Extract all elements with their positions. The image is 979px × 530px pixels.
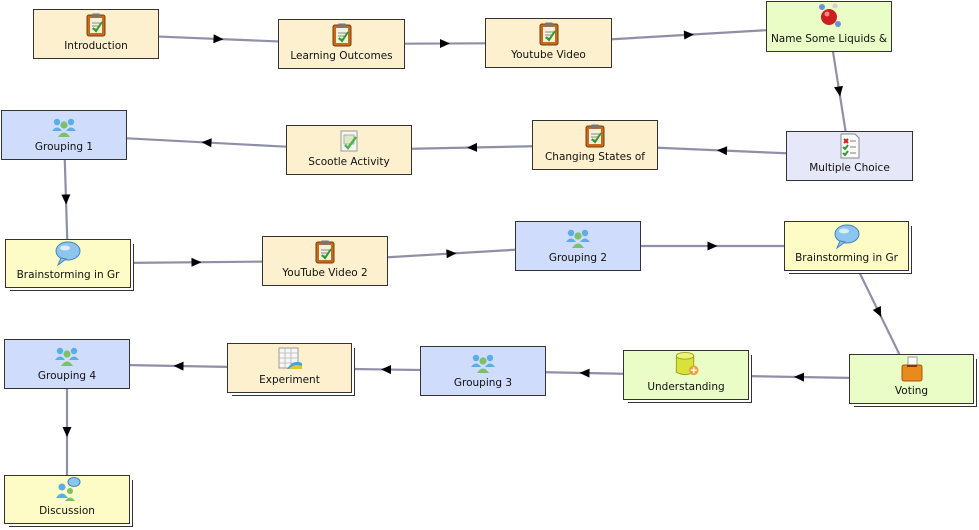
speech-bubble-icon bbox=[834, 224, 859, 249]
molecule-icon bbox=[819, 3, 841, 27]
database-icon bbox=[675, 351, 699, 376]
arrowhead-scootle-activity-to-grouping-1 bbox=[201, 138, 212, 148]
speech-bubble-icon bbox=[55, 241, 81, 266]
node-label: Grouping 3 bbox=[453, 377, 513, 389]
ballot-box-icon bbox=[901, 356, 922, 382]
notebook-icon bbox=[315, 240, 335, 264]
arrowhead-changing-states-to-scootle-activity bbox=[467, 142, 478, 152]
node-label: Scootle Activity bbox=[308, 156, 390, 168]
arrowhead-brainstorming-1-to-youtube-video-2 bbox=[191, 257, 202, 267]
node-grouping-1[interactable]: Grouping 1 bbox=[1, 110, 127, 160]
node-introduction[interactable]: Introduction bbox=[33, 9, 159, 59]
node-label: Discussion bbox=[39, 505, 95, 517]
node-label: Grouping 4 bbox=[37, 370, 97, 382]
notebook-icon bbox=[332, 23, 351, 47]
node-label: Name Some Liquids & bbox=[770, 33, 888, 45]
node-scootle-activity[interactable]: Scootle Activity bbox=[286, 125, 412, 175]
node-grouping-4[interactable]: Grouping 4 bbox=[4, 339, 130, 389]
arrowhead-grouping-1-to-brainstorming-1 bbox=[61, 194, 71, 205]
node-multiple-choice[interactable]: Multiple Choice bbox=[786, 131, 913, 181]
node-grouping-2[interactable]: Grouping 2 bbox=[515, 221, 641, 271]
group-people-icon bbox=[52, 118, 76, 137]
node-understanding[interactable]: Understanding bbox=[623, 350, 749, 400]
arrowhead-voting-to-understanding bbox=[794, 372, 805, 382]
node-label: Voting bbox=[894, 385, 929, 397]
node-brainstorming-2[interactable]: Brainstorming in Gr bbox=[784, 221, 909, 271]
node-label: Brainstorming in Gr bbox=[795, 252, 898, 264]
node-learning-outcomes[interactable]: Learning Outcomes bbox=[278, 19, 405, 69]
group-people-icon bbox=[566, 229, 590, 248]
arrowhead-learning-outcomes-to-youtube-video bbox=[439, 39, 450, 49]
notebook-icon bbox=[86, 13, 106, 37]
arrowhead-introduction-to-learning-outcomes bbox=[213, 34, 224, 44]
checklist-icon bbox=[840, 133, 859, 159]
node-label: Grouping 1 bbox=[34, 141, 94, 153]
node-name-some-liquids[interactable]: Name Some Liquids & bbox=[766, 1, 892, 52]
node-label: Multiple Choice bbox=[809, 162, 890, 174]
arrowhead-grouping-4-to-discussion bbox=[62, 427, 72, 437]
node-changing-states[interactable]: Changing States of bbox=[532, 120, 658, 170]
node-label: Youtube Video bbox=[511, 49, 586, 61]
node-label: Brainstorming in Gr bbox=[16, 269, 120, 281]
node-youtube-video-2[interactable]: YouTube Video 2 bbox=[262, 236, 388, 286]
notebook-icon bbox=[585, 124, 605, 148]
arrowhead-grouping-3-to-experiment bbox=[381, 365, 392, 375]
node-youtube-video[interactable]: Youtube Video bbox=[485, 18, 612, 68]
arrowhead-youtube-video-2-to-grouping-2 bbox=[446, 249, 457, 259]
node-brainstorming-1[interactable]: Brainstorming in Gr bbox=[5, 239, 131, 288]
spreadsheet-icon bbox=[278, 347, 302, 369]
node-grouping-3[interactable]: Grouping 3 bbox=[420, 346, 546, 396]
arrowhead-grouping-2-to-brainstorming-2 bbox=[707, 241, 718, 251]
node-label: Grouping 2 bbox=[548, 252, 608, 264]
node-discussion[interactable]: Discussion bbox=[4, 475, 130, 524]
arrowhead-brainstorming-2-to-voting bbox=[872, 306, 882, 317]
node-label: Learning Outcomes bbox=[290, 50, 393, 62]
node-label: Introduction bbox=[64, 40, 128, 52]
node-label: Experiment bbox=[259, 374, 320, 386]
node-voting[interactable]: Voting bbox=[849, 354, 974, 404]
arrowhead-youtube-video-to-name-some-liquids bbox=[683, 30, 694, 40]
arrowhead-understanding-to-grouping-3 bbox=[579, 368, 590, 378]
node-label: Changing States of bbox=[544, 151, 646, 163]
node-label: YouTube Video 2 bbox=[282, 267, 368, 279]
group-people-icon bbox=[55, 347, 79, 366]
notebook-icon bbox=[539, 22, 558, 46]
arrowhead-experiment-to-grouping-4 bbox=[173, 361, 184, 371]
arrowhead-multiple-choice-to-changing-states bbox=[717, 146, 728, 156]
group-people-icon bbox=[471, 354, 495, 373]
node-experiment[interactable]: Experiment bbox=[227, 343, 352, 393]
node-label: Understanding bbox=[647, 381, 725, 393]
chat-people-icon bbox=[56, 477, 81, 501]
arrowhead-name-some-liquids-to-multiple-choice bbox=[834, 85, 843, 97]
scootle-icon bbox=[340, 130, 358, 152]
